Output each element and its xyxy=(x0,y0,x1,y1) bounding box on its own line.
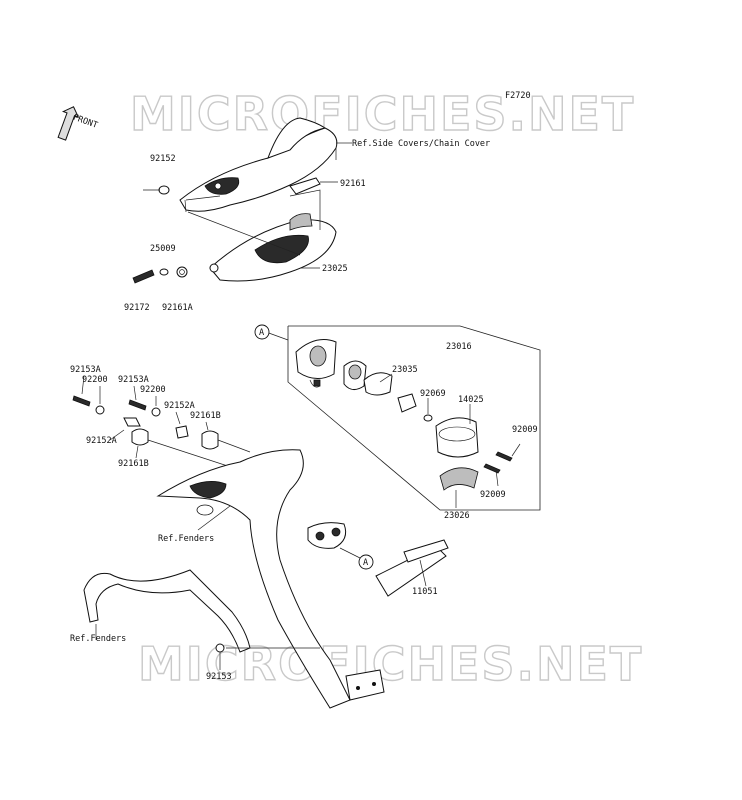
tail-lamp-box xyxy=(265,325,541,511)
part-label-92161: 92161 xyxy=(340,179,366,189)
grommet-92161B-b xyxy=(201,430,219,450)
svg-text:A: A xyxy=(363,558,368,568)
bolt-92153A-b xyxy=(128,399,147,411)
part-label-92161A: 92161A xyxy=(162,303,193,313)
part-label-92153A-a: 92153A xyxy=(70,365,101,375)
part-label-25009: 25009 xyxy=(150,244,176,254)
seat-cowl-drawing xyxy=(179,117,338,213)
grommet-92152 xyxy=(158,185,170,195)
grommet-92161B-a xyxy=(131,428,149,446)
part-label-92172: 92172 xyxy=(124,303,150,313)
part-label-11051: 11051 xyxy=(412,587,438,597)
part-label-23016: 23016 xyxy=(446,342,472,352)
figure-code: F2720 xyxy=(505,91,531,101)
part-label-92153A-b: 92153A xyxy=(118,375,149,385)
ref-fenders-lower: Ref.Fenders xyxy=(70,634,126,644)
part-label-92152: 92152 xyxy=(150,154,176,164)
callout-a-top: A xyxy=(254,324,270,340)
part-label-92152A-b: 92152A xyxy=(86,436,117,446)
lens-14025 xyxy=(435,417,479,458)
watermark-top: MICROFICHES.NET xyxy=(130,87,635,141)
watermark-bottom: MICROFICHES.NET xyxy=(138,637,643,691)
cover-23026 xyxy=(439,467,479,491)
part-label-92153: 92153 xyxy=(206,672,232,682)
clamp xyxy=(397,393,417,413)
bracket-92161 xyxy=(289,177,321,195)
bolt-92153A-a xyxy=(72,395,91,407)
part-label-23025: 23025 xyxy=(322,264,348,274)
washer-92200-b xyxy=(151,407,161,417)
lower-cowl-drawing xyxy=(209,213,337,282)
part-label-23035: 23035 xyxy=(392,365,418,375)
fender-bracket-drawing xyxy=(156,449,385,709)
front-label: FRONT xyxy=(71,113,98,131)
part-label-92152A-a: 92152A xyxy=(164,401,195,411)
collar-92152A-a xyxy=(123,417,141,427)
part-label-92009-a: 92009 xyxy=(512,425,538,435)
screw-92009-b xyxy=(483,463,501,474)
svg-text:A: A xyxy=(259,328,264,338)
part-label-92200-a: 92200 xyxy=(82,375,108,385)
part-label-92161B-a: 92161B xyxy=(190,411,221,421)
washer-92200-a xyxy=(95,405,105,415)
nut-92069 xyxy=(423,414,433,422)
part-label-92009-b: 92009 xyxy=(480,490,506,500)
grab-rail xyxy=(83,569,251,653)
ref-side-covers: Ref.Side Covers/Chain Cover xyxy=(352,139,490,149)
socket-23035 xyxy=(363,372,393,396)
ref-fenders-upper: Ref.Fenders xyxy=(158,534,214,544)
part-label-92161B-b: 92161B xyxy=(118,459,149,469)
front-arrow-icon xyxy=(57,106,80,141)
washer-25009 xyxy=(159,268,169,276)
part-label-92200-b: 92200 xyxy=(140,385,166,395)
bolt-92153 xyxy=(215,643,225,653)
collar-92152A-b xyxy=(175,425,189,439)
part-label-14025: 14025 xyxy=(458,395,484,405)
callout-a-bottom: A xyxy=(339,547,374,570)
bolt-92172 xyxy=(132,269,155,284)
part-label-23026: 23026 xyxy=(444,511,470,521)
screw-92009-a xyxy=(495,451,513,462)
part-label-92069: 92069 xyxy=(420,389,446,399)
